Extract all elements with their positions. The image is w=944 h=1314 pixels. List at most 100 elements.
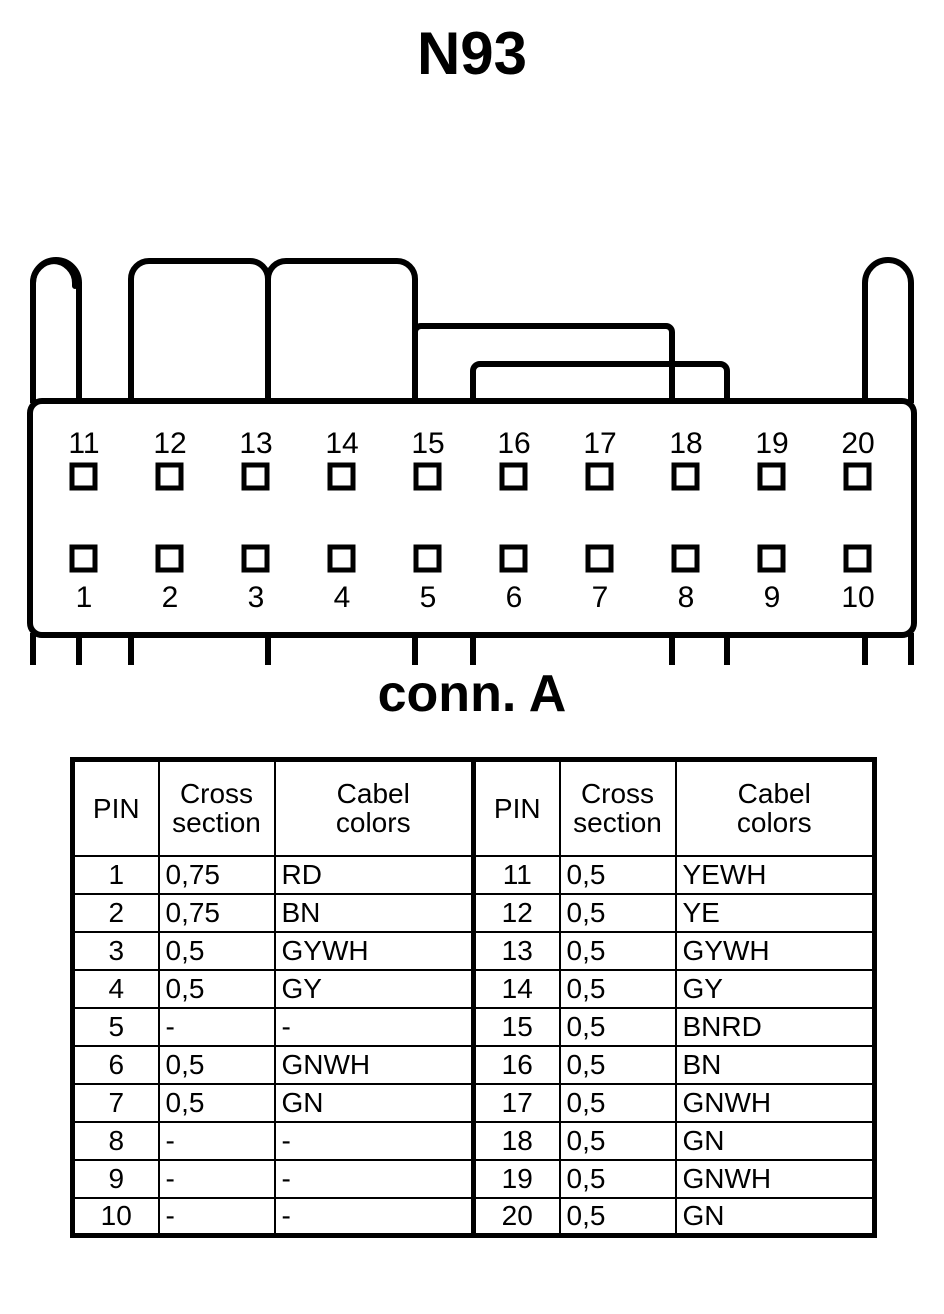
cell-color-left: GYWH xyxy=(273,930,476,971)
upper-tab-1 xyxy=(128,258,271,403)
bottom-pin-labels: 1 2 3 4 5 6 7 8 9 10 xyxy=(76,581,875,614)
cell-pin-right: 20 xyxy=(471,1196,561,1237)
cell-cross-left: 0,5 xyxy=(157,968,276,1009)
cell-color-right: BN xyxy=(674,1044,876,1085)
pin-socket-18 xyxy=(671,462,700,491)
cell-pin-right: 16 xyxy=(471,1044,561,1085)
pin-socket-13 xyxy=(241,462,270,491)
cell-cross-right: 0,5 xyxy=(558,1082,677,1123)
pin-socket-16 xyxy=(499,462,528,491)
pin-label-16: 16 xyxy=(497,427,530,460)
pin-socket-4 xyxy=(327,544,356,573)
pin-label-19: 19 xyxy=(755,427,788,460)
cell-pin-left: 5 xyxy=(71,1006,160,1047)
bottom-pin-squares xyxy=(69,544,872,573)
page-title: N93 xyxy=(416,20,528,87)
cell-pin-left: 10 xyxy=(71,1196,160,1237)
header-cross-right-line2: section xyxy=(573,807,662,839)
pin-label-13: 13 xyxy=(239,427,272,460)
pin-socket-15 xyxy=(413,462,442,491)
cell-color-left: RD xyxy=(273,854,476,895)
pinout-table: PIN Cross section Cabel colors PIN Cross… xyxy=(70,757,877,1238)
cell-color-right: GN xyxy=(674,1120,876,1161)
latch-tab-upper-left-shape xyxy=(30,257,82,286)
cell-color-right: YE xyxy=(674,892,876,933)
cell-cross-right: 0,5 xyxy=(558,892,677,933)
pinout-table-head: PIN Cross section Cabel colors PIN Cross… xyxy=(71,758,876,857)
cell-color-right: BNRD xyxy=(674,1006,876,1047)
cell-color-right: GNWH xyxy=(674,1158,876,1199)
cell-color-left: - xyxy=(273,1158,476,1199)
cell-color-left: - xyxy=(273,1120,476,1161)
cell-cross-right: 0,5 xyxy=(558,854,677,895)
cell-pin-left: 7 xyxy=(71,1082,160,1123)
cell-cross-right: 0,5 xyxy=(558,1006,677,1047)
cell-color-right: GNWH xyxy=(674,1082,876,1123)
pin-socket-1 xyxy=(69,544,98,573)
pin-label-3: 3 xyxy=(248,581,265,614)
cell-cross-left: - xyxy=(157,1006,276,1047)
pin-label-18: 18 xyxy=(669,427,702,460)
upper-step-1 xyxy=(412,323,675,403)
pin-socket-9 xyxy=(757,544,786,573)
cell-cross-left: 0,5 xyxy=(157,1044,276,1085)
connector-outline-group xyxy=(27,257,917,665)
pinout-table-container: PIN Cross section Cabel colors PIN Cross… xyxy=(70,757,877,1238)
cell-color-right: GN xyxy=(674,1196,876,1237)
pin-label-6: 6 xyxy=(506,581,523,614)
cell-color-left: GNWH xyxy=(273,1044,476,1085)
pin-socket-5 xyxy=(413,544,442,573)
cell-color-left: GN xyxy=(273,1082,476,1123)
top-pin-squares xyxy=(69,462,872,491)
pin-label-4: 4 xyxy=(334,581,351,614)
pin-socket-3 xyxy=(241,544,270,573)
cell-cross-left: - xyxy=(157,1158,276,1199)
pin-label-17: 17 xyxy=(583,427,616,460)
cell-cross-left: - xyxy=(157,1196,276,1237)
pin-socket-2 xyxy=(155,544,184,573)
header-cross-right: Cross section xyxy=(558,758,677,857)
cell-cross-left: - xyxy=(157,1120,276,1161)
cell-cross-left: 0,5 xyxy=(157,930,276,971)
cell-pin-right: 14 xyxy=(471,968,561,1009)
header-color-right-line1: Cabel xyxy=(737,777,811,809)
connector-svg: 11 12 13 14 15 16 17 18 19 20 xyxy=(27,257,917,665)
cell-color-left: - xyxy=(273,1006,476,1047)
pin-label-20: 20 xyxy=(841,427,874,460)
header-color-right-line2: colors xyxy=(736,807,812,839)
pin-socket-7 xyxy=(585,544,614,573)
header-pin-right-text: PIN xyxy=(493,792,541,824)
cell-cross-right: 0,5 xyxy=(558,930,677,971)
cell-cross-right: 0,5 xyxy=(558,968,677,1009)
upper-step-2 xyxy=(470,361,730,403)
header-color-right: Cabel colors xyxy=(674,758,876,857)
cell-cross-left: 0,75 xyxy=(157,854,276,895)
pin-label-15: 15 xyxy=(411,427,444,460)
header-cross-left: Cross section xyxy=(157,758,276,857)
connector-diagram: 11 12 13 14 15 16 17 18 19 20 xyxy=(0,120,944,665)
connector-body xyxy=(27,398,917,638)
pin-label-8: 8 xyxy=(678,581,695,614)
cell-pin-right: 12 xyxy=(471,892,561,933)
cell-color-right: YEWH xyxy=(674,854,876,895)
cell-color-right: GY xyxy=(674,968,876,1009)
pin-label-9: 9 xyxy=(764,581,781,614)
cell-pin-left: 9 xyxy=(71,1158,160,1199)
cell-pin-left: 3 xyxy=(71,930,160,971)
header-color-left-line2: colors xyxy=(335,807,411,839)
cell-pin-right: 15 xyxy=(471,1006,561,1047)
header-pin-left-text: PIN xyxy=(92,792,140,824)
pin-label-11: 11 xyxy=(68,427,99,460)
upper-tab-2 xyxy=(265,258,418,403)
cell-cross-right: 0,5 xyxy=(558,1158,677,1199)
cell-pin-left: 8 xyxy=(71,1120,160,1161)
pin-socket-12 xyxy=(155,462,184,491)
